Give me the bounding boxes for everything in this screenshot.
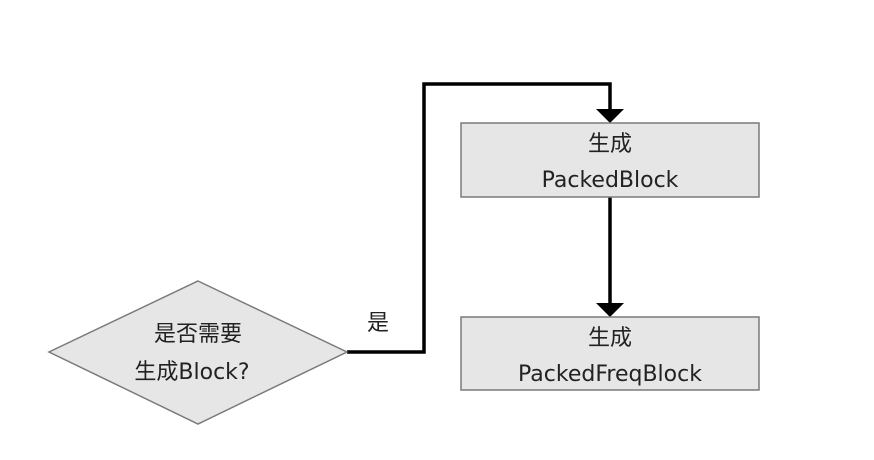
packedblock-label-line2: PackedBlock [542, 168, 679, 193]
decision-diamond [47, 280, 349, 425]
packedfreqblock-label-line1: 生成 [588, 326, 632, 351]
packedblock-label-line1: 生成 [588, 132, 632, 157]
edge-decision-to-packedblock [347, 82, 612, 354]
packedblock-box [460, 122, 760, 198]
decision-label-line1: 是否需要 [154, 322, 242, 347]
decision-label-line2: 生成Block? [134, 360, 249, 385]
packedfreqblock-box [460, 316, 760, 391]
packedfreqblock-label-line2: PackedFreqBlock [518, 362, 702, 387]
arrowhead-packedblock [596, 109, 624, 123]
edge-label-yes: 是 [367, 311, 389, 336]
arrowhead-packedfreqblock [596, 303, 624, 317]
